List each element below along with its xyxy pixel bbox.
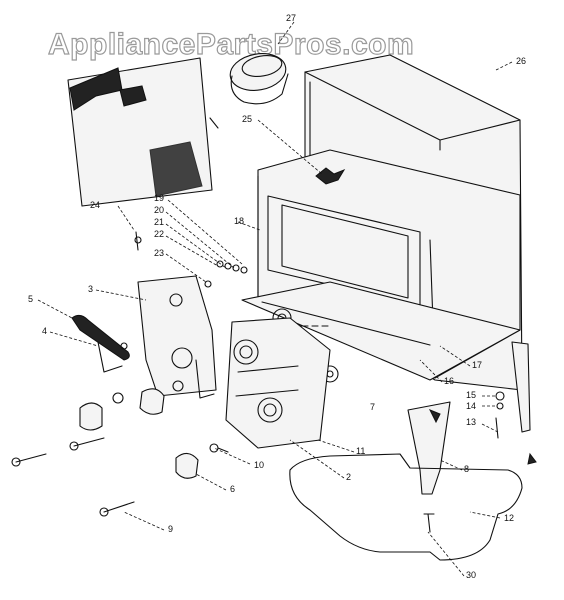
callout-27: 27 <box>286 13 296 23</box>
part-2-switch-plate[interactable] <box>225 317 331 449</box>
callout-16: 16 <box>444 376 454 386</box>
part-24-pin[interactable] <box>134 231 142 251</box>
callout-13: 13 <box>466 417 476 427</box>
callout-14: 14 <box>466 401 476 411</box>
callout-17: 17 <box>472 360 482 370</box>
callout-24: 24 <box>90 200 100 210</box>
callout-4: 4 <box>42 326 47 336</box>
callout-9: 9 <box>168 524 173 534</box>
callout-22: 22 <box>154 229 164 239</box>
callout-6: 6 <box>230 484 235 494</box>
part-5-handle[interactable] <box>71 314 130 373</box>
callout-19: 19 <box>154 193 164 203</box>
part-25-emblem[interactable] <box>315 167 346 185</box>
callout-3: 3 <box>88 284 93 294</box>
callout-30: 30 <box>466 570 476 580</box>
callout-18: 18 <box>234 216 244 226</box>
callout-12: 12 <box>504 513 514 523</box>
part-27-round-filter[interactable] <box>227 49 289 105</box>
callout-10: 10 <box>254 460 264 470</box>
part-6-knob[interactable] <box>175 452 199 479</box>
callout-5: 5 <box>28 294 33 304</box>
callout-20: 20 <box>154 205 164 215</box>
part-3-control-bracket[interactable] <box>137 275 217 399</box>
floor-outline <box>289 453 523 561</box>
callout-26: 26 <box>516 56 526 66</box>
callout-15: 15 <box>466 390 476 400</box>
callout-2: 2 <box>346 472 351 482</box>
callout-23: 23 <box>154 248 164 258</box>
callout-11: 11 <box>356 446 365 456</box>
callout-25: 25 <box>242 114 252 124</box>
screws[interactable] <box>11 437 435 533</box>
knob-assembly[interactable] <box>79 380 184 431</box>
leader-lines <box>37 21 513 577</box>
watermark: AppliancePartsPros.com <box>48 28 414 61</box>
callout-labels: 27 26 25 19 20 21 22 23 18 24 3 5 4 7 10… <box>28 13 526 580</box>
callout-7: 7 <box>370 402 375 412</box>
part-8-leg[interactable] <box>407 401 451 495</box>
callout-21: 21 <box>154 217 164 227</box>
filter-panel[interactable] <box>67 57 219 207</box>
part-13-15-leg-hardware[interactable] <box>495 341 537 465</box>
callout-8: 8 <box>464 464 469 474</box>
small-hardware-19-23[interactable] <box>204 260 248 288</box>
